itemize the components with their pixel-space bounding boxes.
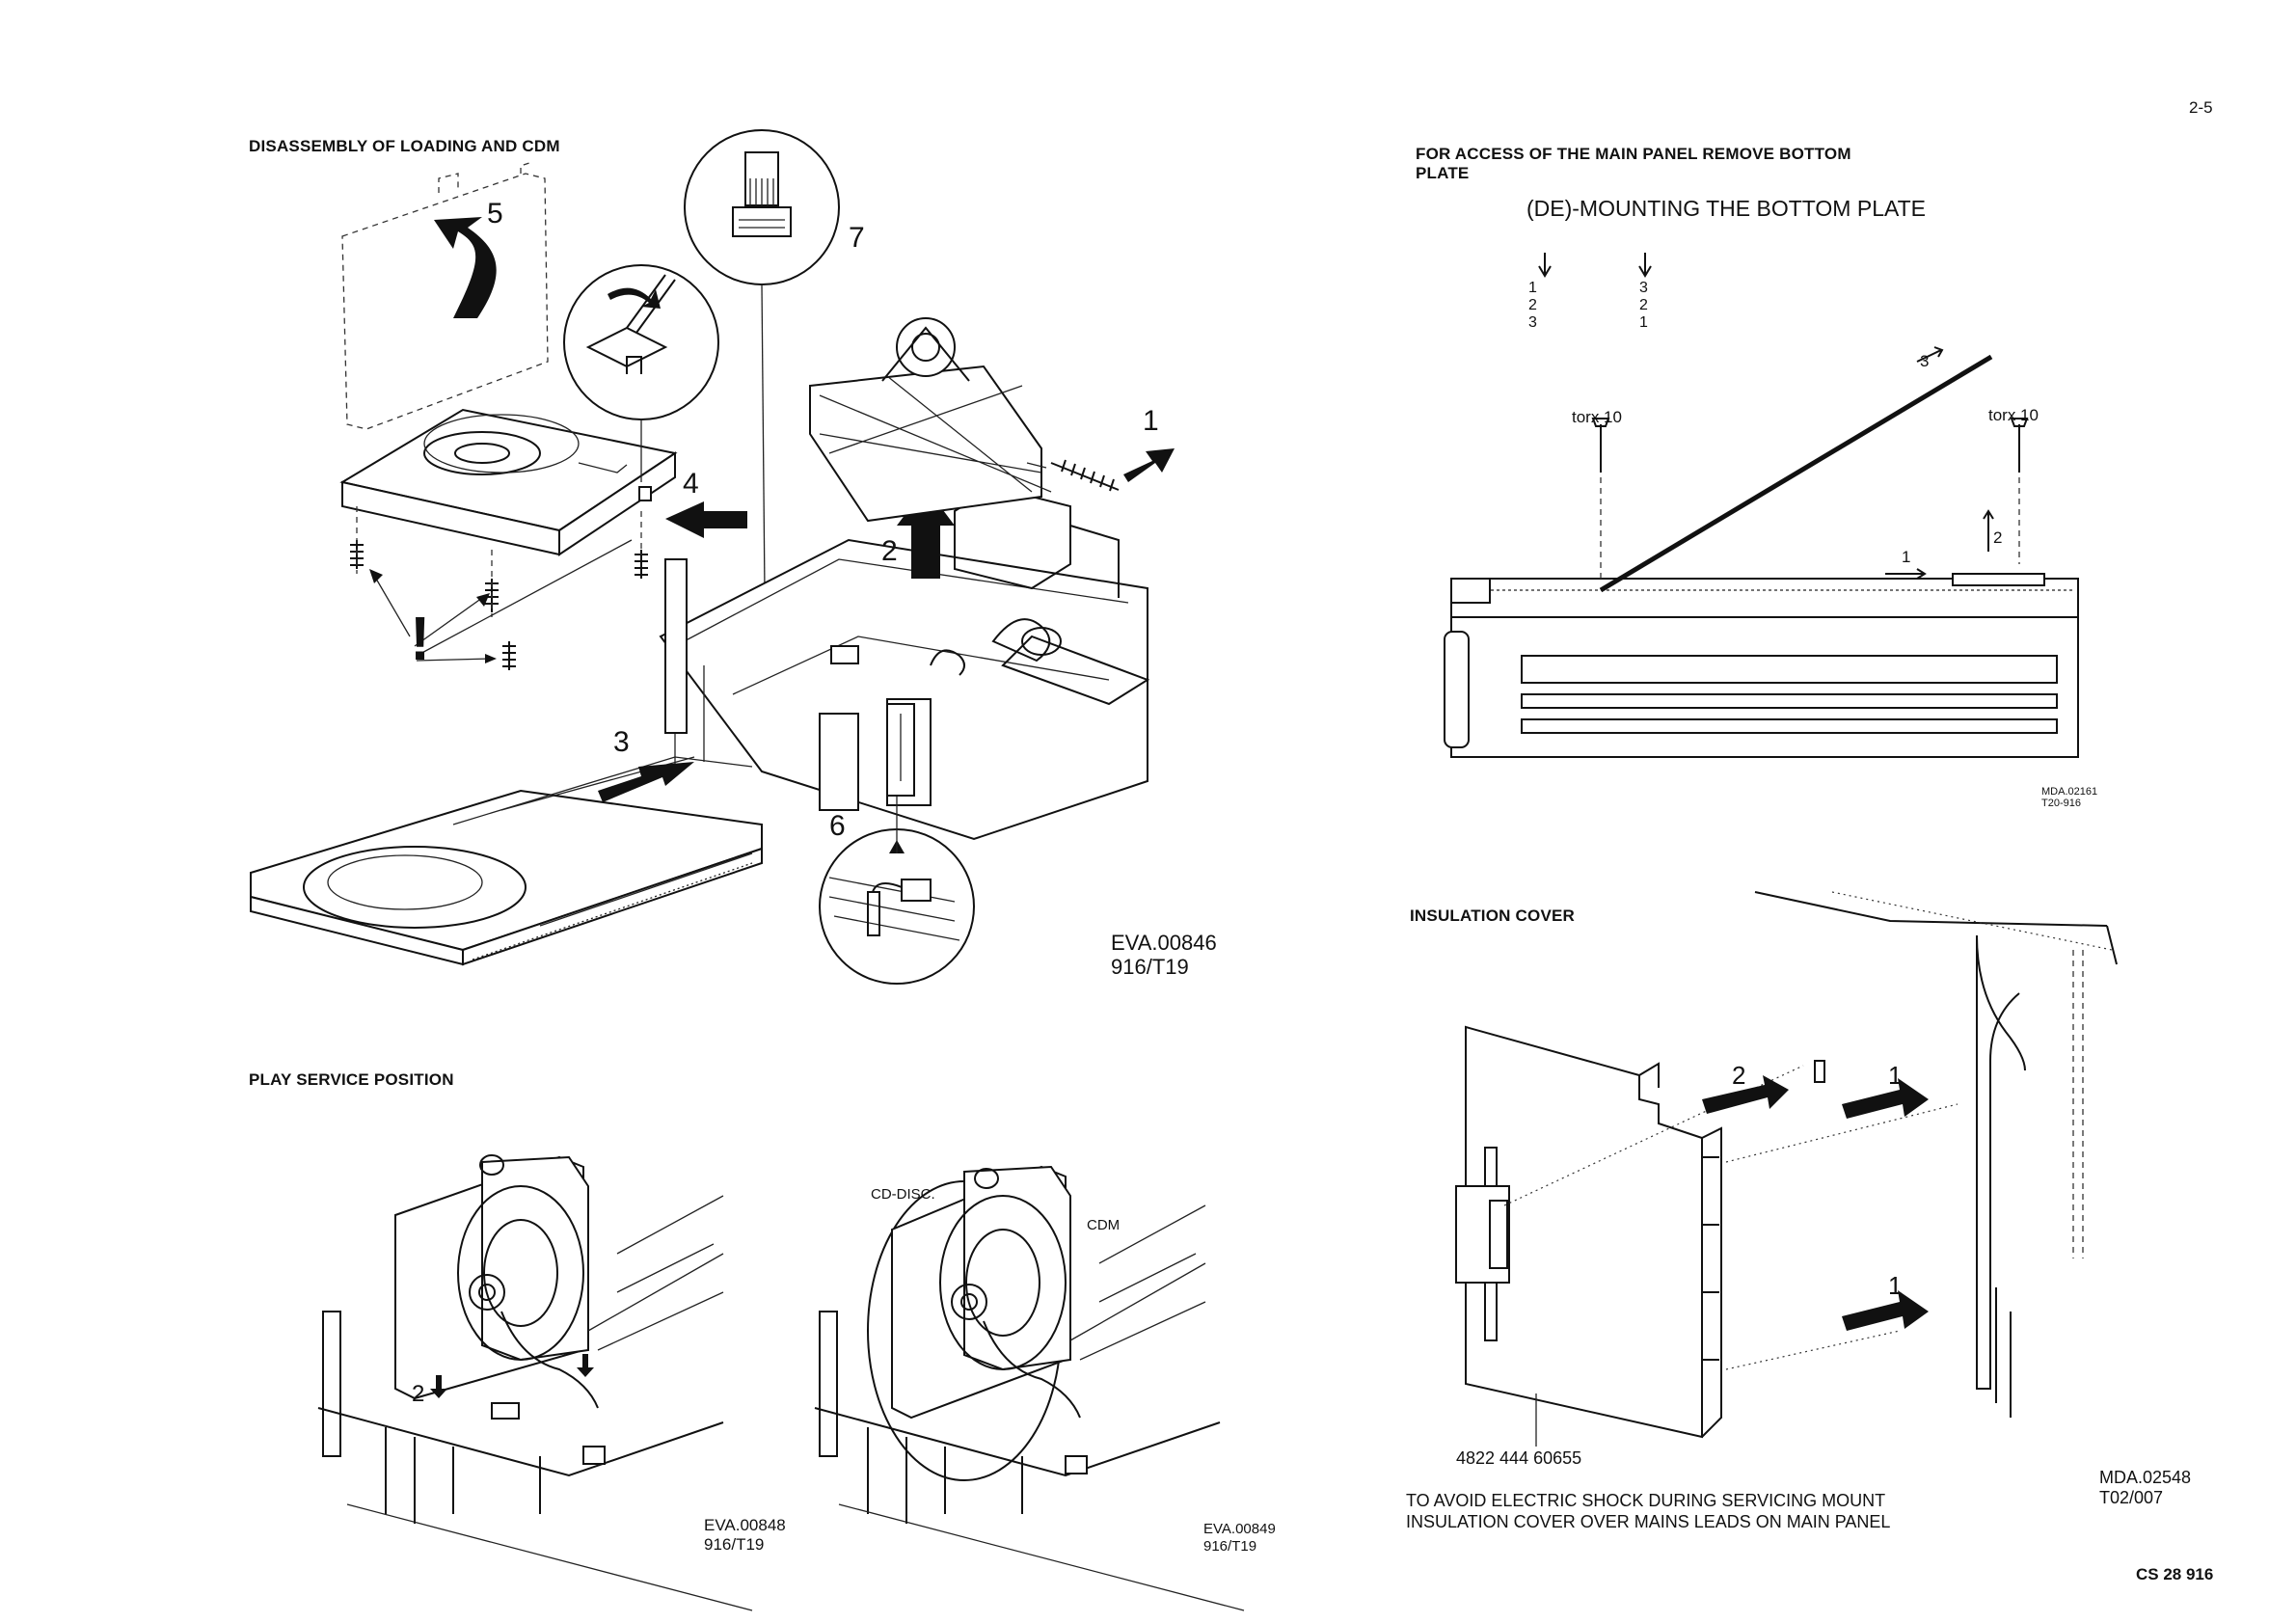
footer-code: CS 28 916: [2136, 1565, 2214, 1583]
cdm-block-drawing: [339, 408, 747, 670]
insulation-title: INSULATION COVER: [1410, 906, 1576, 925]
arrow-label-1: 1: [1902, 548, 1911, 566]
play-service-right-drawing: [814, 1165, 1245, 1611]
step-2-label: 2: [881, 535, 898, 567]
insulation-step-1-top: 1: [1888, 1061, 1903, 1090]
insulation-warning: TO AVOID ELECTRIC SHOCK DURING SERVICING…: [1406, 1490, 1890, 1532]
step-4-label: 4: [683, 468, 699, 500]
magnifier-7-drawing: [684, 129, 840, 594]
sequence-right-3: 1: [1639, 314, 1648, 331]
bottom-plate-title: FOR ACCESS OF THE MAIN PANEL REMOVE BOTT…: [1416, 145, 1851, 183]
play-service-left-ref: EVA.00848 916/T19: [704, 1516, 786, 1555]
page-number: 2-5: [2189, 98, 2213, 117]
sequence-right-2: 2: [1639, 297, 1648, 313]
part-number: 4822 444 60655: [1456, 1448, 1582, 1468]
insulation-step-2: 2: [1732, 1061, 1746, 1090]
bottom-plate-ref: MDA.02161 T20-916: [2041, 786, 2097, 809]
bottom-plate-ref-line2: T20-916: [2041, 798, 2081, 809]
step-1-label: 1: [1143, 405, 1159, 437]
play-service-right-ref-line1: EVA.00849: [1203, 1521, 1276, 1537]
play-service-right-ref-line2: 916/T19: [1203, 1538, 1257, 1555]
bottom-plate-title-line2: PLATE: [1416, 164, 1470, 182]
play-service-step-2: 2: [412, 1381, 425, 1407]
play-service-title: PLAY SERVICE POSITION: [249, 1070, 454, 1089]
disassembly-ref-line1: EVA.00846: [1111, 931, 1217, 955]
cd-disc-label: CD-DISC.: [871, 1186, 935, 1203]
magnifier-6-drawing: [819, 703, 975, 985]
play-service-left-drawing: [317, 1154, 753, 1611]
step-7-label: 7: [849, 222, 865, 254]
insulation-warning-line2: INSULATION COVER OVER MAINS LEADS ON MAI…: [1406, 1512, 1891, 1531]
dashed-cover-drawing: [341, 161, 549, 430]
play-service-right-ref: EVA.00849 916/T19: [1203, 1521, 1276, 1555]
arrow-label-2: 2: [1993, 528, 2003, 547]
bottom-plate-heading: (DE)-MOUNTING THE BOTTOM PLATE: [1526, 196, 1927, 221]
loading-tray-drawing: [250, 756, 763, 966]
insulation-ref-line2: T02/007: [2099, 1488, 2164, 1507]
disassembly-title: DISASSEMBLY OF LOADING AND CDM: [249, 137, 560, 155]
play-service-left-ref-line1: EVA.00848: [704, 1516, 786, 1534]
insulation-step-1-bottom: 1: [1888, 1271, 1903, 1300]
insulation-ref-line1: MDA.02548: [2099, 1468, 2192, 1487]
bottom-plate-title-line1: FOR ACCESS OF THE MAIN PANEL REMOVE BOTT…: [1416, 145, 1851, 163]
screw-left-label: torx 10: [1572, 408, 1622, 426]
cdm-label: CDM: [1087, 1217, 1121, 1233]
disassembly-ref-line2: 916/T19: [1111, 955, 1189, 979]
step-3-label: 3: [613, 726, 630, 758]
bottom-plate-ref-line1: MDA.02161: [2041, 786, 2098, 798]
arrow-label-3: 3: [1920, 352, 1930, 370]
sequence-left-1: 1: [1528, 280, 1537, 296]
step-5-label: 5: [487, 198, 503, 230]
play-service-left-ref-line2: 916/T19: [704, 1535, 765, 1554]
sequence-left-column: 1 2 3: [1528, 280, 1537, 332]
magnifier-4-drawing: [563, 264, 719, 482]
insulation-cover-drawing: [1455, 891, 2118, 1447]
sequence-left-2: 2: [1528, 297, 1537, 313]
warning-mark: !: [410, 604, 431, 673]
chassis-drawing: [659, 317, 1175, 841]
step-6-label: 6: [829, 810, 846, 842]
sequence-right-1: 3: [1639, 280, 1648, 296]
disassembly-ref: EVA.00846 916/T19: [1111, 931, 1217, 979]
insulation-ref: MDA.02548 T02/007: [2099, 1468, 2191, 1508]
screw-right-label: torx 10: [1988, 406, 2039, 424]
bottom-plate-drawing: [1444, 253, 2079, 758]
sequence-right-column: 3 2 1: [1639, 280, 1648, 332]
insulation-warning-line1: TO AVOID ELECTRIC SHOCK DURING SERVICING…: [1406, 1491, 1886, 1510]
sequence-left-3: 3: [1528, 314, 1537, 331]
